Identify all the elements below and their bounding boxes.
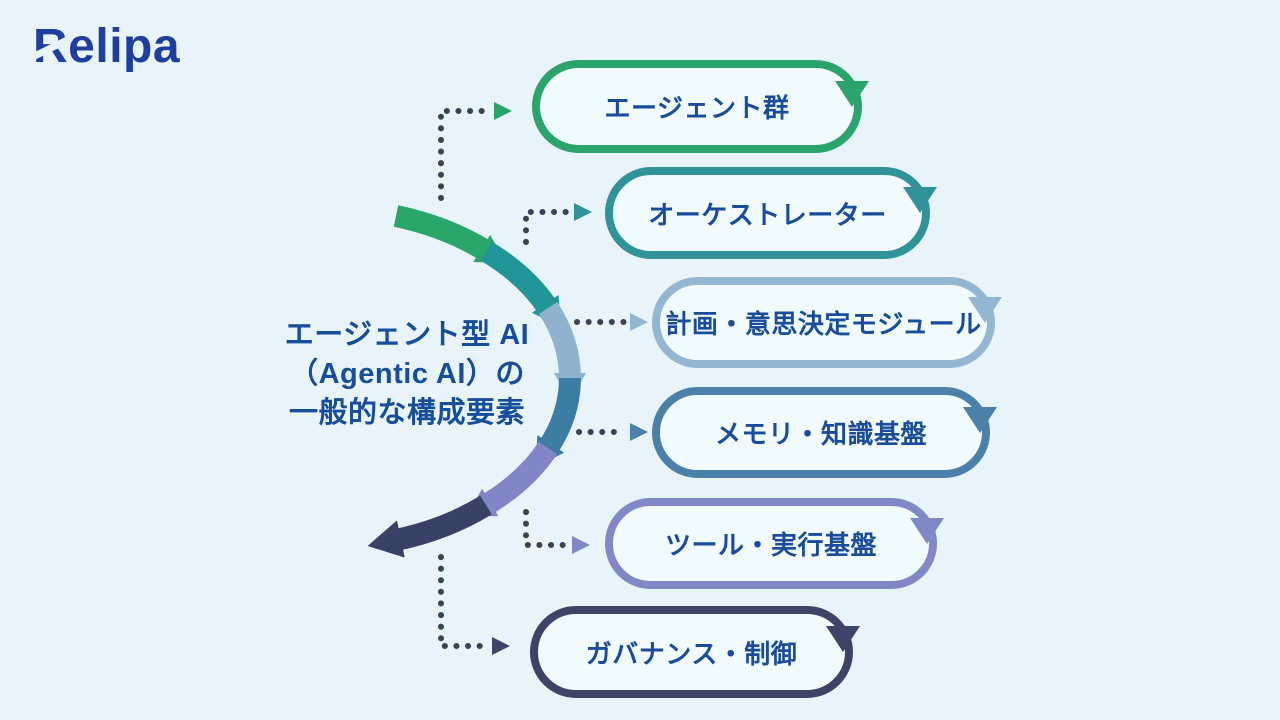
connector-arrow-6 — [492, 637, 510, 655]
node-memory-knowledge-base: メモリ・知識基盤 — [652, 387, 997, 478]
node-orchestrator-label: オーケストレーター — [648, 199, 887, 230]
diagram-title-line-3: 一般的な構成要素 — [288, 397, 525, 429]
connector-dotted-line-6 — [438, 554, 489, 649]
node-planning-decision-module-label: 計画・意思決定モジュール — [665, 309, 982, 339]
connector-arrow-1 — [494, 102, 512, 120]
connector-arrow-5 — [572, 536, 590, 554]
pill-arrow-down-icon — [968, 296, 1002, 323]
pill-arrow-down-icon — [826, 626, 860, 652]
connector-dotted-line-5 — [523, 509, 569, 548]
connector-arrow-3 — [630, 313, 648, 331]
pill-arrow-down-icon — [835, 80, 869, 107]
arc-segment-1 — [393, 205, 506, 264]
arc-segment-3 — [538, 301, 586, 401]
pill-arrow-down-icon — [903, 187, 937, 213]
connector-arrow-2 — [574, 203, 592, 221]
node-governance-control-label: ガバナンス・制御 — [585, 638, 798, 669]
pill-arrow-down-icon — [963, 406, 997, 433]
arc-segment-4 — [535, 377, 581, 468]
node-tools-execution-base: ツール・実行基盤 — [605, 498, 944, 589]
arc-segment-5 — [466, 441, 558, 517]
arc-segment-6 — [367, 495, 492, 558]
node-tools-execution-base-label: ツール・実行基盤 — [664, 530, 877, 560]
connector-dotted-line-1 — [438, 108, 491, 201]
node-orchestrator: オーケストレーター — [605, 167, 937, 259]
node-governance-control: ガバナンス・制御 — [530, 606, 860, 698]
diagram-title-line-2: （Agentic AI）の — [289, 358, 525, 390]
relipa-logo: Relipa — [29, 18, 180, 76]
diagram-title-line-1: エージェント型 AI — [284, 319, 530, 351]
diagram-title: エージェント型 AI （Agentic AI）の 一般的な構成要素 — [264, 316, 550, 433]
connector-arrow-4 — [630, 423, 648, 441]
arc-segment-2 — [480, 241, 561, 328]
pill-arrow-down-icon — [910, 517, 944, 544]
node-agent-group-label: エージェント群 — [604, 93, 790, 123]
connector-dotted-line-2 — [523, 209, 571, 245]
node-memory-knowledge-base-label: メモリ・知識基盤 — [714, 419, 927, 449]
node-planning-decision-module: 計画・意思決定モジュール — [652, 277, 1002, 368]
node-agent-group: エージェント群 — [532, 60, 869, 153]
